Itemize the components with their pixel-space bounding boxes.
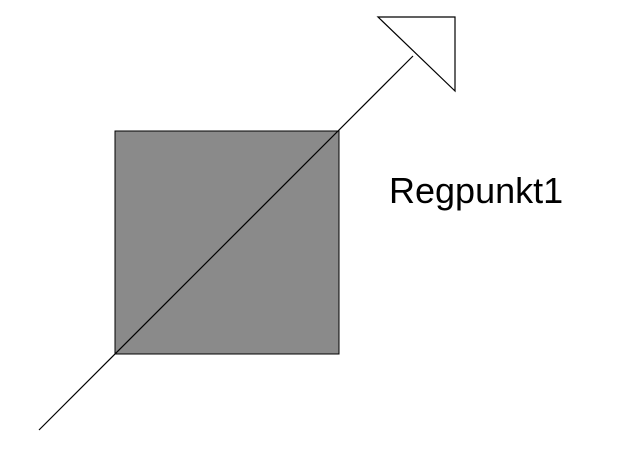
regpunkt-label: Regpunkt1 xyxy=(389,170,563,211)
diagonal-arrow-line xyxy=(38,55,414,431)
arrowhead-icon xyxy=(376,16,456,93)
